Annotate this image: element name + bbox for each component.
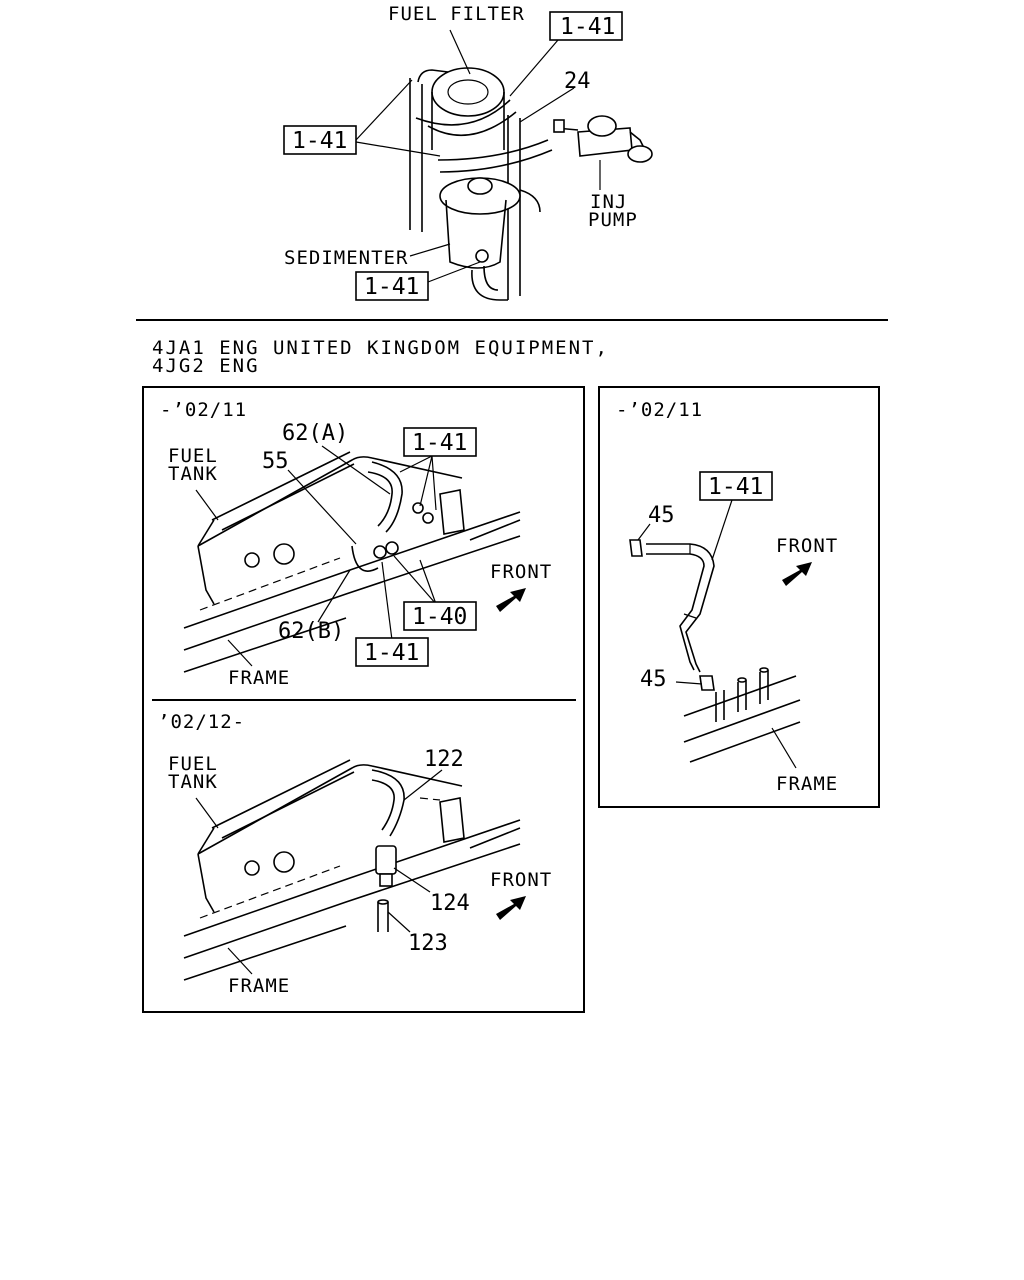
panel-a-fuel-label: FUEL <box>168 445 218 467</box>
right-panel-frame <box>598 386 880 808</box>
panel-b-drawing <box>183 759 526 981</box>
inj-label: INJ <box>590 191 627 213</box>
part-122-label: 122 <box>424 747 464 772</box>
panel-a-ref-1-40: 1-40 <box>412 604 467 630</box>
ref-1-41-top: 1-41 <box>560 14 615 40</box>
panel-a-ref-box-top <box>403 427 477 457</box>
panel-c-frame-label: FRAME <box>776 773 838 795</box>
fuel-filter-label: FUEL FILTER <box>388 3 525 25</box>
panel-a-ref-box-mid <box>403 601 477 631</box>
part-45-bottom-label: 45 <box>640 667 667 692</box>
panel-c-drawing <box>629 499 812 769</box>
part-62b-label: 62(B) <box>278 619 344 644</box>
part-62a-label: 62(A) <box>282 421 348 446</box>
part-45-top-label: 45 <box>648 503 675 528</box>
panel-a-drawing <box>183 445 526 673</box>
panel-b-date: ’02/12- <box>158 711 245 733</box>
panel-b-fuel-label: FUEL <box>168 753 218 775</box>
ref-1-41-left: 1-41 <box>292 128 347 154</box>
panel-a-front-label: FRONT <box>490 561 552 583</box>
ref-1-41-sedimenter: 1-41 <box>364 274 419 300</box>
panel-a-ref-1-41-bot: 1-41 <box>364 640 419 666</box>
part-24-label: 24 <box>564 69 591 94</box>
ref-box-top-right <box>549 11 623 41</box>
panel-c-ref-box <box>699 471 773 501</box>
part-124-label: 124 <box>430 891 470 916</box>
panel-a-ref-1-41-top: 1-41 <box>412 430 467 456</box>
left-panel-frame <box>142 386 585 1013</box>
panel-a-frame-label: FRAME <box>228 667 290 689</box>
ref-box-top-left <box>283 125 357 155</box>
panel-c-ref-1-41: 1-41 <box>708 474 763 500</box>
panel-a-ref-box-bot <box>355 637 429 667</box>
sedimenter-label: SEDIMENTER <box>284 247 408 269</box>
part-55-label: 55 <box>262 449 289 474</box>
panel-b-frame-label: FRAME <box>228 975 290 997</box>
top-fuel-system-drawing <box>355 29 653 301</box>
panel-c-front-label: FRONT <box>776 535 838 557</box>
panel-b-front-label: FRONT <box>490 869 552 891</box>
ref-box-sedimenter <box>355 271 429 301</box>
panel-b-tank-label: TANK <box>168 771 218 793</box>
header-line-2: 4JG2 ENG <box>152 355 260 377</box>
pump-label: PUMP <box>588 209 638 231</box>
panel-a-date: -’02/11 <box>160 399 247 421</box>
header-line-1: 4JA1 ENG UNITED KINGDOM EQUIPMENT, <box>152 337 609 359</box>
panel-a-tank-label: TANK <box>168 463 218 485</box>
part-123-label: 123 <box>408 931 448 956</box>
panel-c-date: -’02/11 <box>616 399 703 421</box>
